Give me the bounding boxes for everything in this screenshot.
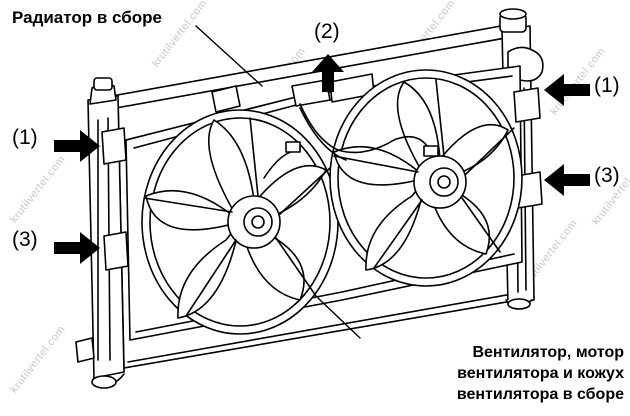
left-fan (141, 109, 339, 335)
callout-1-left-label: (1) (12, 126, 38, 149)
fan-wiring (263, 103, 439, 179)
right-fan (329, 69, 523, 287)
fan-assembly-label-line: Вентилятор, мотор (472, 344, 624, 361)
arrows (54, 54, 590, 264)
arrow-right-icon (54, 130, 100, 162)
callout-1-right-label: (1) (594, 74, 620, 97)
fan-assembly-label: Вентилятор, мотор вентилятора и кожух ве… (457, 342, 624, 405)
fan-assembly-label-line: вентилятора в сборе (456, 386, 624, 403)
arrow-right-icon (54, 232, 100, 264)
arrow-left-icon (544, 74, 590, 106)
fan-assembly-leader-line (317, 297, 361, 339)
radiator-leader-line (195, 25, 263, 87)
callout-3-left-label: (3) (12, 228, 38, 251)
callout-3-right-label: (3) (594, 164, 620, 187)
leader-lines (195, 25, 361, 339)
arrow-left-icon (544, 164, 590, 196)
radiator-assembly-label: Радиатор в сборе (12, 8, 162, 27)
arrow-up-icon (312, 54, 344, 92)
callout-2-label: (2) (314, 20, 340, 43)
fan-assembly-label-line: вентилятора и кожух (457, 365, 624, 382)
